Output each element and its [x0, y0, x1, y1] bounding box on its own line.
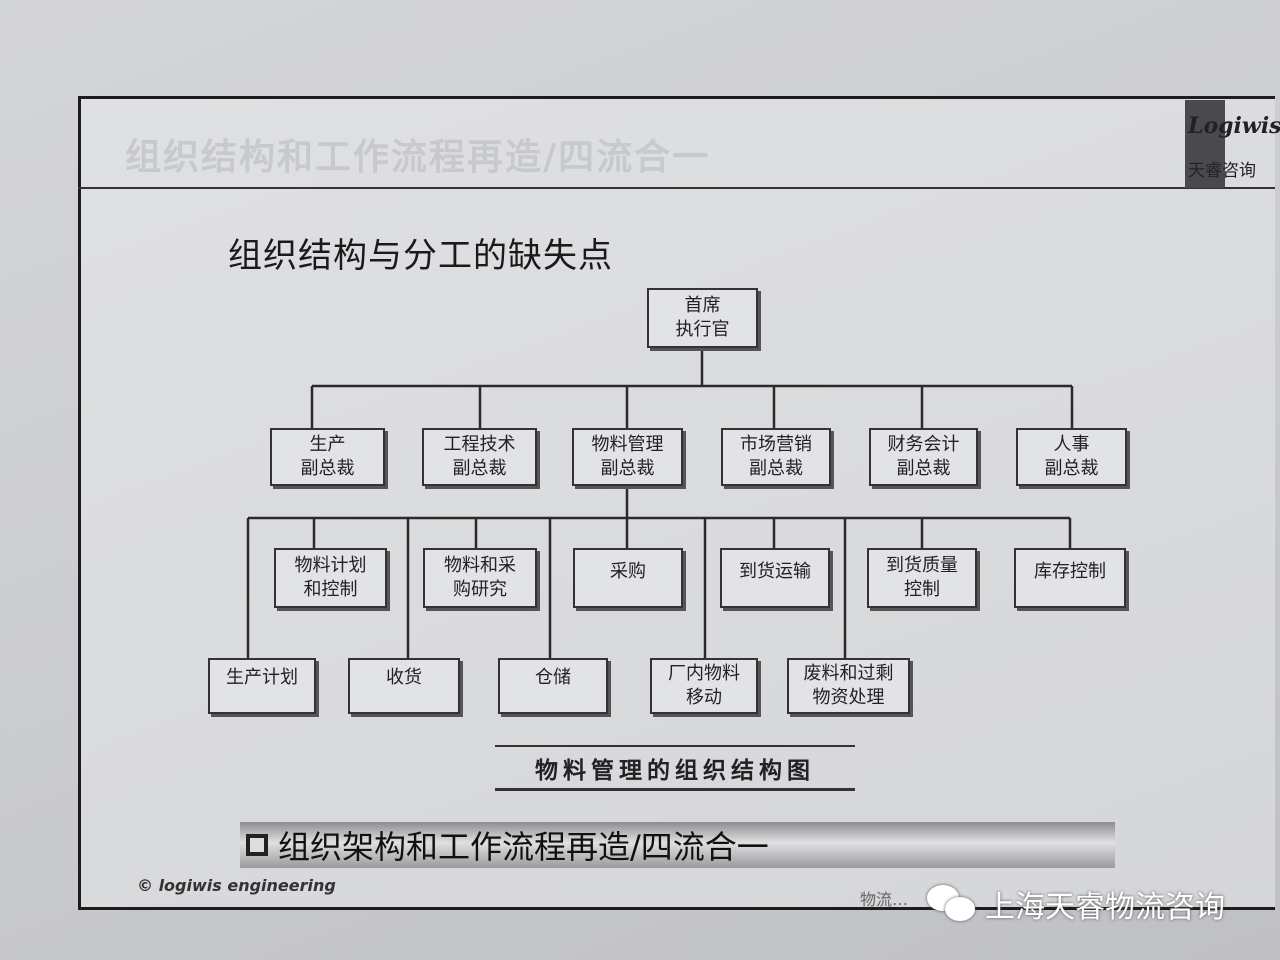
header-divider [78, 187, 1275, 189]
org-box-dept: 到货运输 [720, 548, 830, 608]
org-box-dept: 到货质量 控制 [867, 548, 977, 608]
logo-cn: 天睿咨询 [1188, 161, 1256, 181]
ghost-header-text: 组织结构和工作流程再造/四流合一 [125, 137, 711, 178]
org-box-vp: 财务会计 副总裁 [869, 428, 978, 486]
org-box-unit: 收货 [348, 658, 460, 714]
watermark: 上海天睿物流咨询 [925, 882, 1225, 926]
section-banner: 组织架构和工作流程再造/四流合一 [240, 822, 1115, 868]
org-box-vp: 物料管理 副总裁 [572, 428, 683, 486]
org-box-dept: 物料和采 购研究 [423, 548, 537, 608]
slide-title: 组织结构与分工的缺失点 [228, 236, 613, 276]
wechat-icon [925, 883, 981, 925]
org-box-vp: 市场营销 副总裁 [721, 428, 831, 486]
org-box-unit: 厂内物料 移动 [650, 658, 758, 714]
connector [246, 518, 847, 658]
org-box-unit: 生产计划 [208, 658, 316, 714]
org-box-ceo: 首席 执行官 [647, 288, 758, 348]
org-box-dept: 采购 [573, 548, 683, 608]
square-bullet-icon [246, 834, 268, 856]
logo: Logiwis 天睿咨询 [1185, 100, 1280, 188]
org-box-vp: 工程技术 副总裁 [422, 428, 537, 486]
org-box-dept: 库存控制 [1014, 548, 1126, 608]
connector [310, 348, 1074, 428]
org-box-unit: 仓储 [498, 658, 608, 714]
watermark-text: 上海天睿物流咨询 [985, 890, 1225, 925]
diagram-caption: 物料管理的组织结构图 [495, 745, 855, 791]
org-box-dept: 物料计划 和控制 [274, 548, 387, 608]
slide-frame [78, 96, 1275, 910]
org-box-vp: 生产 副总裁 [270, 428, 385, 486]
footer-faint-text: 物流… [860, 890, 909, 909]
logo-brand: Logiwis [1188, 113, 1280, 139]
org-box-unit: 废料和过剩 物资处理 [787, 658, 910, 714]
banner-text: 组织架构和工作流程再造/四流合一 [278, 828, 769, 866]
org-box-vp: 人事 副总裁 [1016, 428, 1127, 486]
copyright: © logiwis engineering [137, 876, 336, 895]
connector [248, 486, 1072, 548]
